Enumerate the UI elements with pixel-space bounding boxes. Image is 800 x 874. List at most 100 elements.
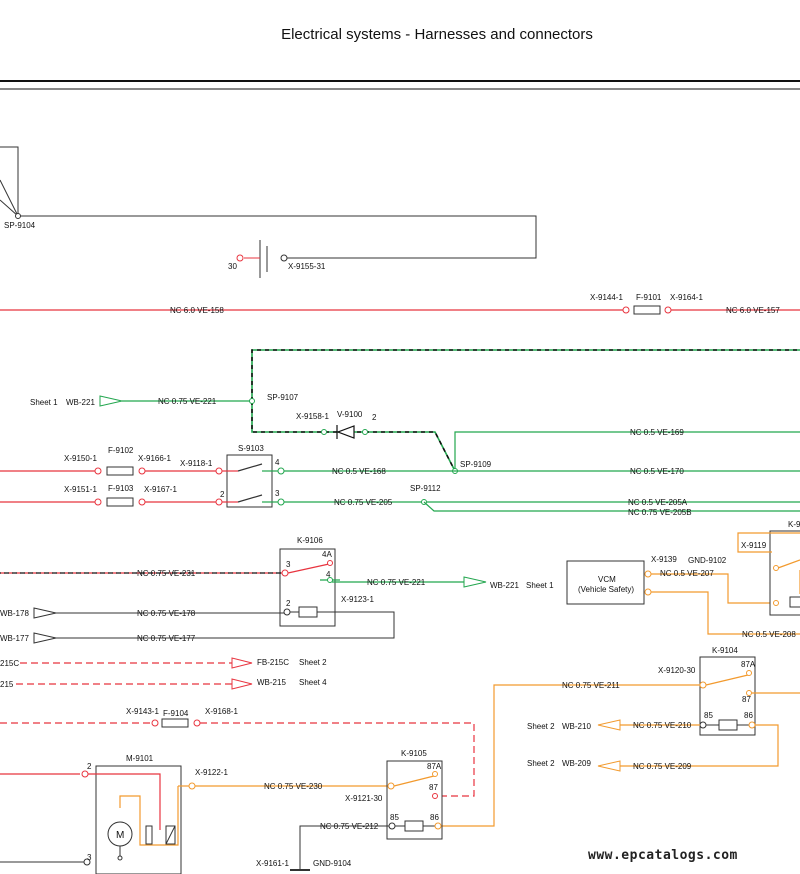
label-nc05-169: NC 0.5 VE-169 xyxy=(630,428,684,437)
label-pin30: 30 xyxy=(228,262,237,271)
label-pin2-v: 2 xyxy=(372,413,377,422)
label-sheet1-a: Sheet 1 xyxy=(30,398,58,407)
label-nc075-210: NC 0.75 VE-210 xyxy=(633,721,692,730)
label-wb209: WB-209 xyxy=(562,759,591,768)
watermark: www.epcatalogs.com xyxy=(588,848,738,863)
label-vcm-sub: (Vehicle Safety) xyxy=(578,585,634,594)
relay-k9104-coil xyxy=(718,719,738,731)
wire-loop-green xyxy=(251,349,800,401)
label-nc075-177: NC 0.75 VE-177 xyxy=(137,634,196,643)
arrow-wb178 xyxy=(33,607,57,619)
arrow-wb210 xyxy=(597,719,621,731)
label-pin4a: 4A xyxy=(322,550,332,559)
label-pin3-s: 3 xyxy=(275,489,280,498)
motor-m9101 xyxy=(95,765,182,874)
label-vcm: VCM xyxy=(598,575,616,584)
label-wb215: WB-215 xyxy=(257,678,286,687)
page-title: Electrical systems - Harnesses and conne… xyxy=(281,26,593,43)
label-x9121: X-9121-30 xyxy=(345,794,383,803)
label-pin3-m: 3 xyxy=(87,853,92,862)
label-nc075-211: NC 0.75 VE-211 xyxy=(562,681,620,690)
label-gnd9102: GND-9102 xyxy=(688,556,727,565)
label-sp9112: SP-9112 xyxy=(410,484,441,493)
label-pin87-b: 87 xyxy=(742,695,751,704)
label-nc075-205b: NC 0.75 VE-205B xyxy=(628,508,692,517)
label-nc075-209: NC 0.75 VE-209 xyxy=(633,762,692,771)
arrow-wb221-in xyxy=(99,395,123,407)
label-x9120: X-9120-30 xyxy=(658,666,696,675)
label-pin85-a: 85 xyxy=(390,813,399,822)
module-vcm xyxy=(566,560,645,605)
arrow-wb209 xyxy=(597,760,621,772)
label-nc05-208: NC 0.5 VE-208 xyxy=(742,630,796,639)
label-k9104: K-9104 xyxy=(712,646,738,655)
label-sheet2-c: Sheet 2 xyxy=(527,759,555,768)
label-motor: M xyxy=(116,830,124,841)
label-f9104: F-9104 xyxy=(163,709,189,718)
label-wb215-left: 215 xyxy=(0,680,14,689)
label-pin2-s: 2 xyxy=(220,490,225,499)
label-wb221-a: WB-221 xyxy=(66,398,95,407)
label-pin87a-b: 87A xyxy=(741,660,756,669)
label-pin4-k: 4 xyxy=(326,570,331,579)
label-f9103: F-9103 xyxy=(108,484,134,493)
label-s9103: S-9103 xyxy=(238,444,264,453)
diode-v9100 xyxy=(336,425,355,439)
relay-k9105-coil xyxy=(404,820,424,832)
arrow-wb221-out xyxy=(463,576,487,588)
fuse-f9103 xyxy=(106,497,134,507)
label-x9168: X-9168-1 xyxy=(205,707,238,716)
arrow-fb215c xyxy=(231,657,253,669)
label-pin3-k: 3 xyxy=(286,560,291,569)
label-pin87-a: 87 xyxy=(429,783,438,792)
label-pin87a-a: 87A xyxy=(427,762,442,771)
label-f9102: F-9102 xyxy=(108,446,134,455)
relay-k9106-coil xyxy=(298,606,318,618)
label-sheet1-b: Sheet 1 xyxy=(526,581,554,590)
label-wb178: WB-178 xyxy=(0,609,29,618)
label-nc075-231: NC 0.75 VE-231 xyxy=(137,569,196,578)
label-nc60-157: NC 6.0 VE-157 xyxy=(726,306,780,315)
label-nc075-221-a: NC 0.75 VE-221 xyxy=(158,397,217,406)
label-pin86-b: 86 xyxy=(744,711,753,720)
label-sheet2-b: Sheet 2 xyxy=(527,722,555,731)
label-x9123: X-9123-1 xyxy=(341,595,374,604)
label-pin2-m: 2 xyxy=(87,762,92,771)
label-sp9104: SP-9104 xyxy=(4,221,36,230)
label-m9101: M-9101 xyxy=(126,754,154,763)
label-k9-cut: K-9 xyxy=(788,520,800,529)
label-x9143: X-9143-1 xyxy=(126,707,159,716)
label-nc05-207: NC 0.5 VE-207 xyxy=(660,569,714,578)
label-x9166: X-9166-1 xyxy=(138,454,171,463)
label-sp9109: SP-9109 xyxy=(460,460,492,469)
fuse-f9101 xyxy=(633,305,661,315)
label-pin2-k: 2 xyxy=(286,599,291,608)
label-x9161: X-9161-1 xyxy=(256,859,289,868)
label-nc60-158: NC 6.0 VE-158 xyxy=(170,306,224,315)
label-nc075-178: NC 0.75 VE-178 xyxy=(137,609,196,618)
label-x9155: X-9155-31 xyxy=(288,262,326,271)
label-wb177: WB-177 xyxy=(0,634,29,643)
label-nc075-205: NC 0.75 VE-205 xyxy=(334,498,393,507)
label-gnd9104: GND-9104 xyxy=(313,859,352,868)
label-wb210: WB-210 xyxy=(562,722,591,731)
label-fb215c-left: 215C xyxy=(0,659,19,668)
relay-k9104 xyxy=(699,656,756,736)
label-wb221-b: WB-221 xyxy=(490,581,519,590)
label-sp9107: SP-9107 xyxy=(267,393,299,402)
label-sheet2-a: Sheet 2 xyxy=(299,658,327,667)
label-x9119: X-9119 xyxy=(741,541,767,550)
label-x9122: X-9122-1 xyxy=(195,768,228,777)
label-k9106: K-9106 xyxy=(297,536,323,545)
label-f9101: F-9101 xyxy=(636,293,662,302)
label-nc075-212: NC 0.75 VE-212 xyxy=(320,822,379,831)
label-x9167: X-9167-1 xyxy=(144,485,177,494)
fuse-f9102 xyxy=(106,466,134,476)
label-x9158: X-9158-1 xyxy=(296,412,329,421)
label-fb215c: FB-215C xyxy=(257,658,289,667)
label-x9139: X-9139 xyxy=(651,555,677,564)
label-k9105: K-9105 xyxy=(401,749,427,758)
label-sheet4: Sheet 4 xyxy=(299,678,327,687)
label-x9164: X-9164-1 xyxy=(670,293,703,302)
